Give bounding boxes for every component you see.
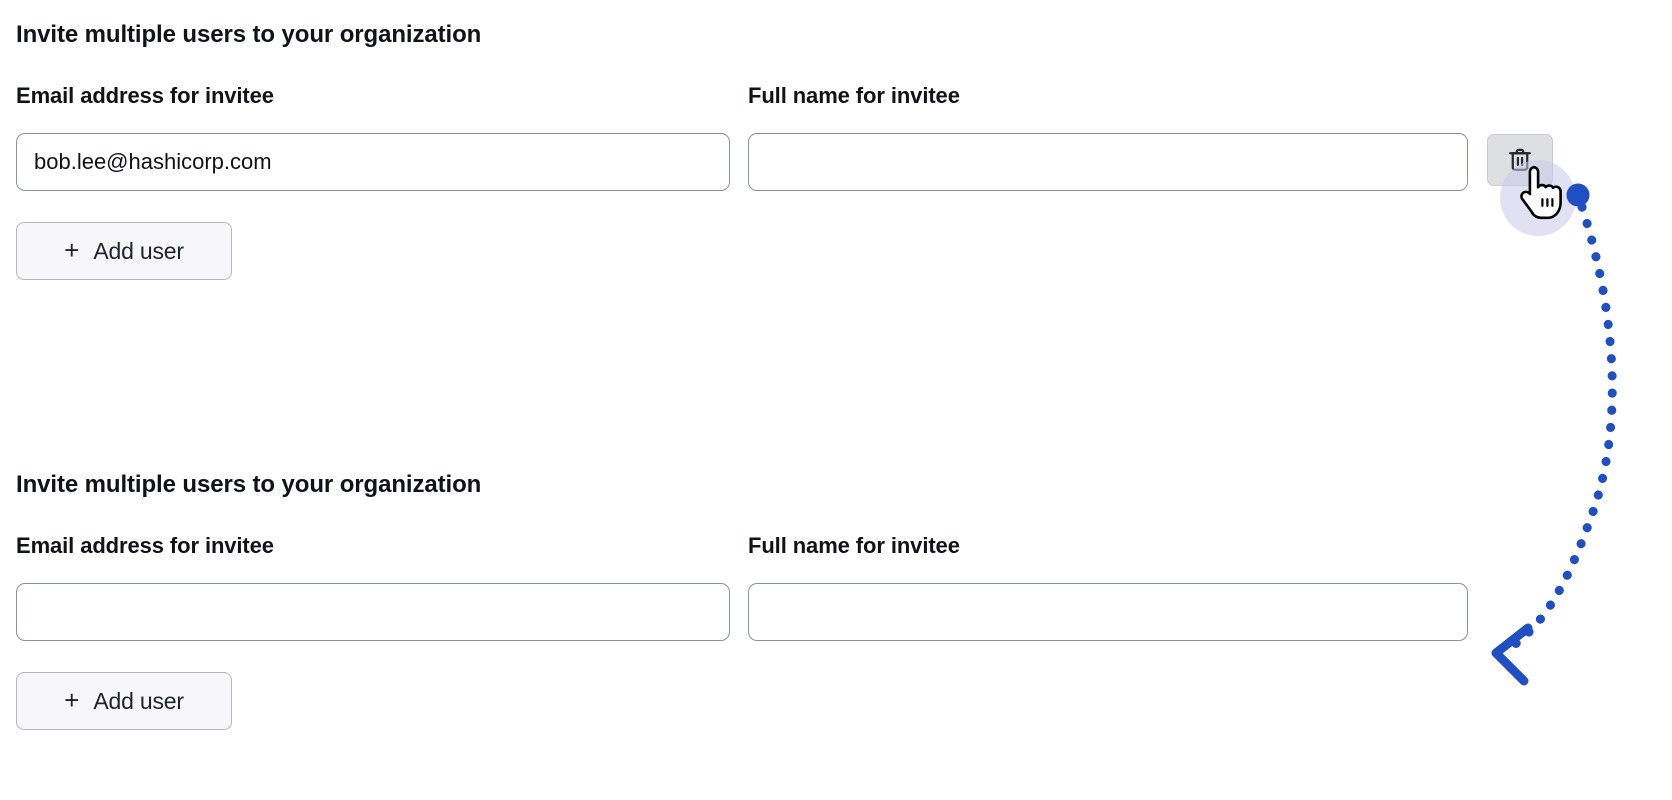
- full-name-input[interactable]: [748, 583, 1468, 641]
- section-title: Invite multiple users to your organizati…: [16, 471, 482, 498]
- add-user-button[interactable]: + Add user: [16, 672, 232, 730]
- trash-icon: [1506, 146, 1534, 174]
- arrow-head: [1491, 623, 1533, 686]
- email-input[interactable]: [16, 133, 730, 191]
- full-name-field-label: Full name for invitee: [748, 83, 960, 108]
- email-field-label: Email address for invitee: [16, 533, 274, 558]
- full-name-field-label: Full name for invitee: [748, 533, 960, 558]
- plus-icon: +: [64, 235, 80, 265]
- annotation-start-dot: [1566, 183, 1590, 207]
- plus-icon: +: [64, 685, 80, 715]
- full-name-input[interactable]: [748, 133, 1468, 191]
- email-input[interactable]: [16, 583, 730, 641]
- section-title: Invite multiple users to your organizati…: [16, 21, 482, 48]
- arrow-dotted-path: [1500, 202, 1617, 656]
- add-user-button-label: Add user: [93, 687, 184, 714]
- delete-invitee-button[interactable]: [1487, 134, 1553, 186]
- add-user-button-label: Add user: [93, 237, 184, 264]
- email-field-label: Email address for invitee: [16, 83, 274, 108]
- add-user-button[interactable]: + Add user: [16, 222, 232, 280]
